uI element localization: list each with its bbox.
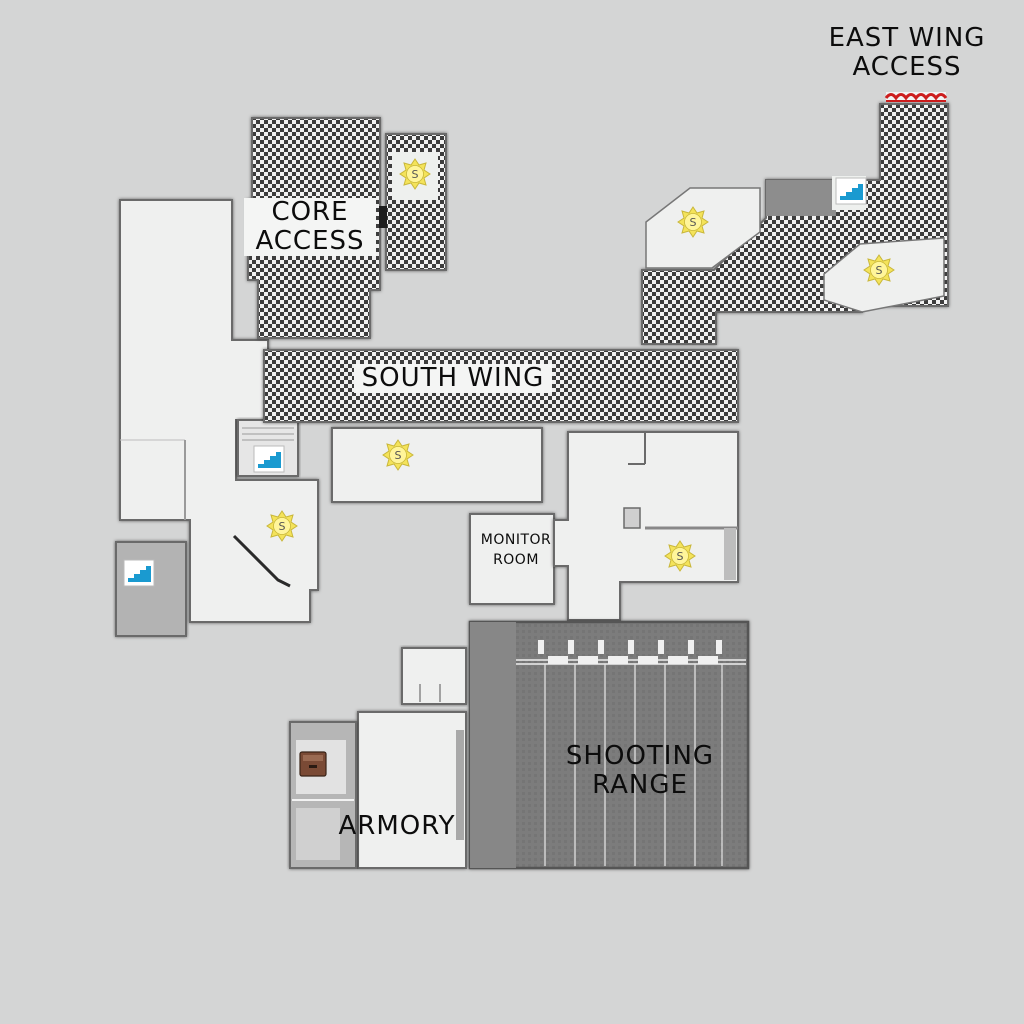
barrier-icon[interactable] bbox=[884, 92, 948, 102]
stairs-icon[interactable] bbox=[835, 177, 867, 205]
label-monitor-room: MONITOR ROOM bbox=[480, 532, 552, 569]
label-east-wing-access: EAST WING ACCESS bbox=[828, 23, 986, 83]
room-armory bbox=[357, 711, 467, 869]
svg-text:S: S bbox=[677, 550, 684, 563]
label-shooting-range: SHOOTING RANGE bbox=[565, 741, 715, 801]
spawn-sun-icon[interactable]: S bbox=[399, 158, 431, 190]
room-west-hall bbox=[119, 199, 319, 623]
label-south-wing: SOUTH WING bbox=[354, 363, 552, 394]
spawn-sun-icon[interactable]: S bbox=[382, 439, 414, 471]
svg-text:S: S bbox=[279, 520, 286, 533]
spawn-sun-icon[interactable]: S bbox=[266, 510, 298, 542]
spawn-sun-icon[interactable]: S bbox=[677, 206, 709, 238]
room-east-center bbox=[553, 431, 739, 621]
room-monitor bbox=[469, 513, 555, 605]
room-west-stairwell bbox=[115, 541, 187, 637]
spawn-sun-icon[interactable]: S bbox=[664, 540, 696, 572]
stairs-icon[interactable] bbox=[253, 445, 285, 473]
svg-text:S: S bbox=[395, 449, 402, 462]
room-armory-annex bbox=[401, 647, 467, 705]
label-core-access: CORE ACCESS bbox=[244, 197, 376, 257]
svg-text:S: S bbox=[876, 264, 883, 277]
stairs-icon[interactable] bbox=[123, 559, 155, 587]
svg-text:S: S bbox=[412, 168, 419, 181]
label-armory: ARMORY bbox=[338, 811, 456, 841]
spawn-sun-icon[interactable]: S bbox=[863, 254, 895, 286]
svg-text:S: S bbox=[690, 216, 697, 229]
crate-icon[interactable] bbox=[299, 751, 327, 777]
room-south-hall bbox=[331, 427, 543, 503]
